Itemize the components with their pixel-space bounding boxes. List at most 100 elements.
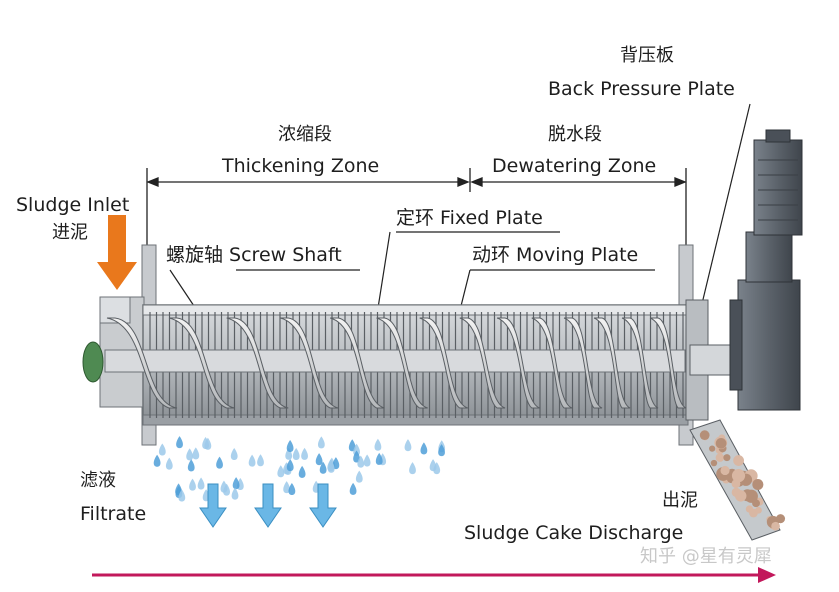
filtrate-droplet <box>153 454 161 467</box>
sludge-cake-label-cn: 出泥 <box>662 490 698 511</box>
screw-flight <box>280 317 339 409</box>
screw-flight <box>649 317 687 409</box>
filtrate-droplet <box>332 457 340 470</box>
back-pressure-plate-label: Back Pressure Plate <box>548 78 735 100</box>
filtrate-droplet <box>301 447 308 460</box>
thickening-zone-label-cn: 浓缩段 <box>278 124 332 145</box>
dewatering-zone-label-cn: 脱水段 <box>548 124 602 145</box>
filtrate-droplet <box>248 454 256 467</box>
screw-flight <box>563 317 603 409</box>
sludge-inlet-label-cn: 进泥 <box>52 222 88 243</box>
screw-flight <box>419 317 468 409</box>
filtrate-droplet <box>202 437 209 450</box>
filtrate-droplet <box>315 453 323 466</box>
sludge-cake-particle <box>699 430 710 441</box>
filtrate-droplet <box>363 454 371 467</box>
sludge-cake-particle <box>710 459 718 467</box>
sludge-cake-particle <box>733 455 745 466</box>
filtrate-droplet <box>286 459 294 472</box>
filtrate-droplet <box>353 450 360 463</box>
filtrate-droplet <box>232 477 240 490</box>
sludge-cake-particle <box>720 465 730 476</box>
filtrate-droplet <box>357 455 365 468</box>
filtrate-droplet <box>327 460 335 473</box>
screw-flight <box>106 317 178 409</box>
filtrate-droplet <box>298 465 306 478</box>
filtrate-droplet <box>197 477 205 490</box>
screw-flight <box>226 317 289 409</box>
fixed-plate-label: 定环 Fixed Plate <box>396 207 543 229</box>
sludge-inlet-arrow <box>97 215 137 290</box>
sludge-cake-particle <box>752 499 760 508</box>
filtrate-droplet <box>158 443 166 456</box>
filtrate-droplet <box>374 438 382 451</box>
moving-plate-label: 动环 Moving Plate <box>472 244 639 266</box>
filtrate-droplet <box>189 478 196 491</box>
screw-flight <box>593 317 631 409</box>
screw-shaft-flights <box>104 317 687 409</box>
filtrate-droplet <box>165 457 173 470</box>
filtrate-label-cn: 滤液 <box>80 470 116 491</box>
sludge-cake-particle <box>731 469 746 483</box>
filtrate-droplet <box>349 482 357 495</box>
filtrate-droplet <box>404 439 412 452</box>
filtrate-label: Filtrate <box>80 503 147 525</box>
filtrate-droplet <box>220 480 228 493</box>
filtrate-droplet <box>187 459 195 472</box>
screw-flight <box>459 317 506 409</box>
filtrate-droplet <box>283 481 291 494</box>
filtrate-droplet <box>286 439 294 452</box>
filtrate-droplet <box>348 439 356 452</box>
filtrate-droplet <box>317 436 325 449</box>
sludge-cake-particle <box>731 479 741 489</box>
screw-flight <box>531 317 573 409</box>
filtrate-droplet <box>257 454 264 467</box>
flow-direction-arrowhead <box>758 567 776 583</box>
sludge-cake-particle <box>723 454 731 462</box>
filtrate-droplet <box>420 442 428 455</box>
filtrate-droplet <box>277 465 285 478</box>
filtrate-droplet <box>319 461 327 474</box>
filtrate-droplet <box>186 448 194 461</box>
filtrate-droplet <box>216 456 223 469</box>
sludge-cake-particle <box>755 506 762 514</box>
filtrate-droplet <box>375 452 383 465</box>
dimension-lines <box>146 168 687 300</box>
screw-shaft-label: 螺旋轴 Screw Shaft <box>166 244 342 266</box>
sludge-cake-particle <box>752 478 764 491</box>
screw-flight <box>168 317 235 409</box>
screw-flight <box>376 317 428 409</box>
filtrate-arrows <box>199 483 337 528</box>
sludge-cake-particle <box>771 521 780 531</box>
screw-flight <box>621 317 659 409</box>
screw-flight <box>496 317 541 409</box>
dewatering-zone-label: Dewatering Zone <box>492 155 657 177</box>
sludge-cake-particle <box>715 453 725 462</box>
filtrate-droplets <box>153 436 446 502</box>
filtrate-droplet <box>288 482 296 495</box>
filtrate-droplet <box>230 448 238 461</box>
sludge-inlet-label: Sludge Inlet <box>16 194 130 216</box>
sludge-cake-particles <box>699 430 786 531</box>
sludge-cake-discharge-label: Sludge Cake Discharge <box>464 522 684 544</box>
filtrate-droplet <box>178 489 186 502</box>
watermark: 知乎 @星有灵犀 <box>640 546 772 567</box>
filtrate-droplet <box>192 447 200 460</box>
thickening-zone-label: Thickening Zone <box>222 155 380 177</box>
filtrate-droplet <box>353 443 360 456</box>
screw-shaft <box>104 349 686 373</box>
filtrate-droplet <box>176 436 183 449</box>
sludge-cake-particle <box>715 438 727 449</box>
filtrate-droplet <box>429 459 437 472</box>
screw-flight <box>330 317 385 409</box>
back-pressure-plate-label-cn: 背压板 <box>620 45 674 66</box>
filtrate-droplet <box>409 462 416 475</box>
filtrate-droplet <box>438 444 445 457</box>
filtrate-droplet <box>231 487 239 500</box>
sludge-cake-particle <box>709 445 716 452</box>
filtrate-droplet <box>292 447 300 460</box>
sludge-cake-particle <box>735 490 747 502</box>
filtrate-droplet <box>355 470 363 483</box>
